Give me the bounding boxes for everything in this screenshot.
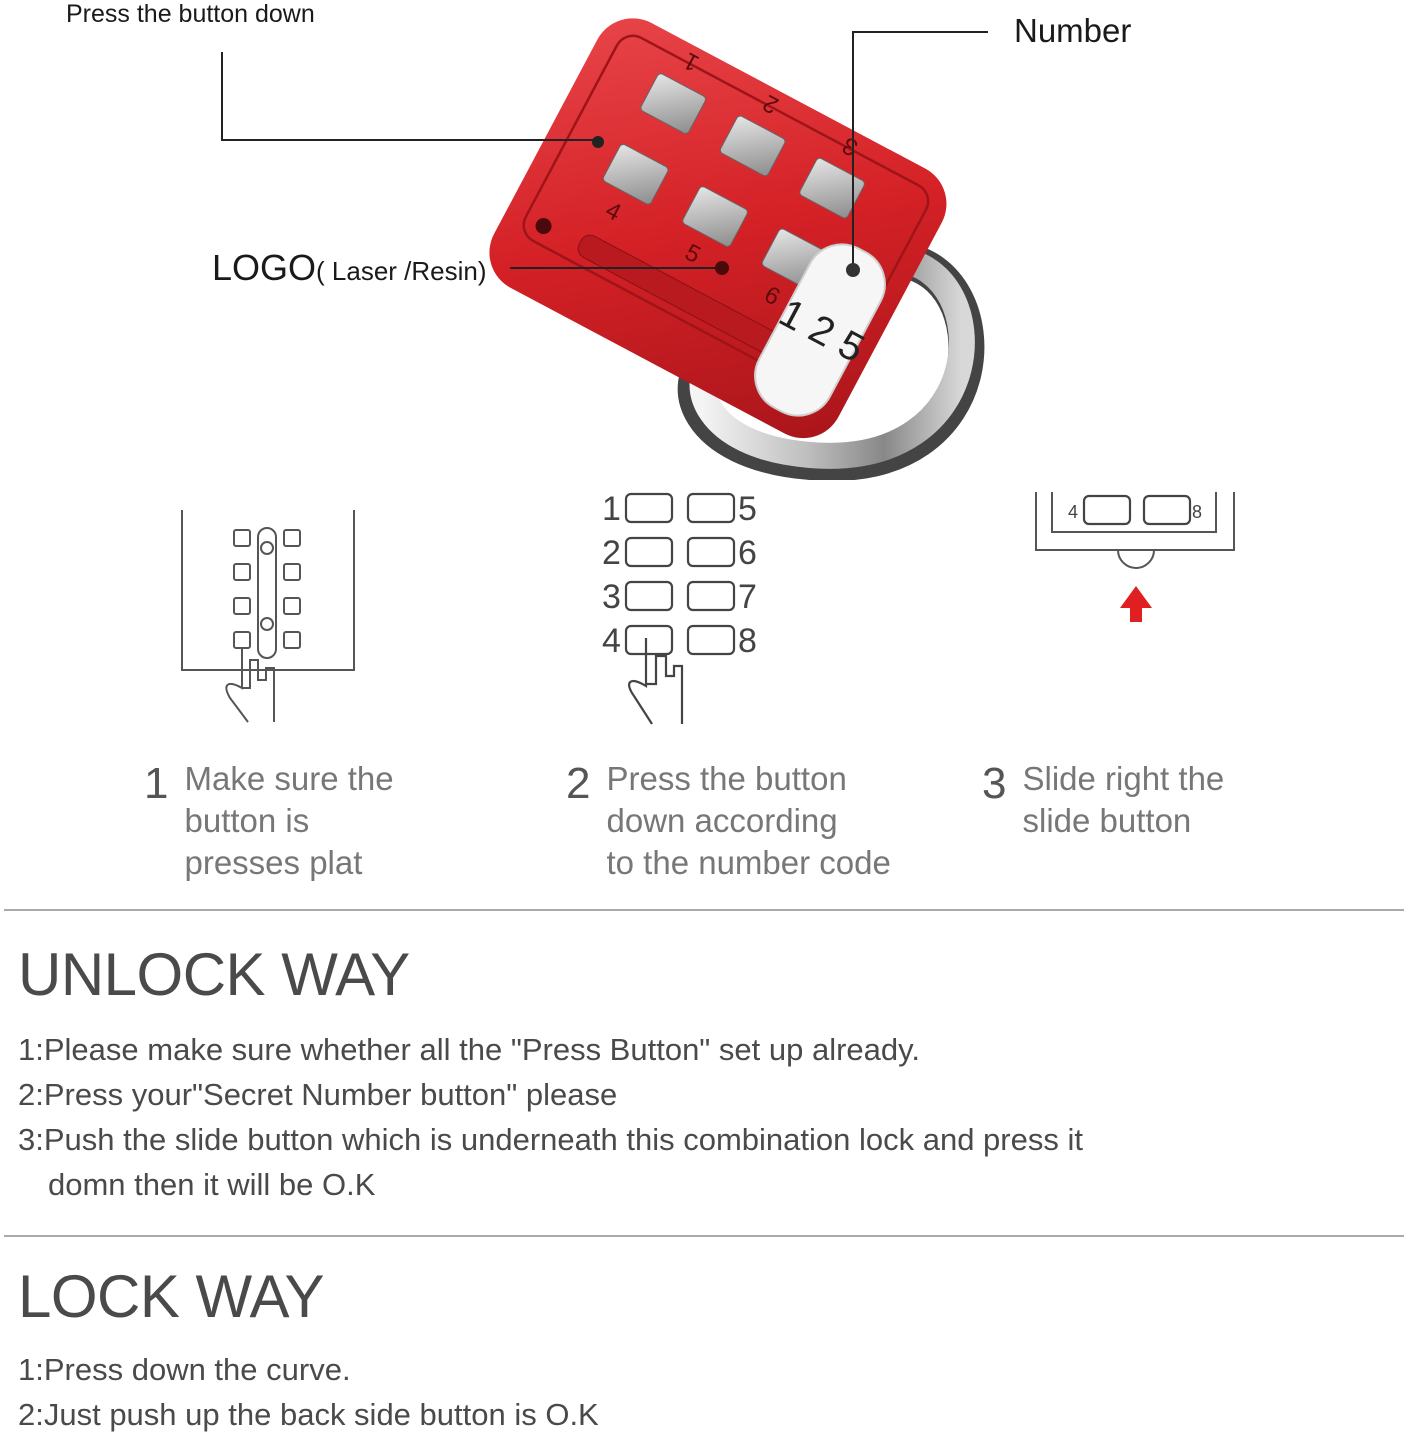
lock-line: 2:Just push up the back side button is O… — [18, 1397, 599, 1432]
step-line: to the number code — [606, 844, 891, 881]
divider — [4, 1235, 1404, 1237]
divider — [4, 909, 1404, 911]
step-2: 2 Press the button down according to the… — [566, 758, 891, 884]
slide-number: 8 — [1192, 502, 1202, 522]
keypad-right-number: 6 — [738, 534, 757, 572]
lock-line: 1:Press down the curve. — [18, 1352, 351, 1387]
lock-heading: LOCK WAY — [18, 1263, 325, 1330]
callout-number: Number — [1014, 12, 1132, 49]
keypad-button-group — [602, 73, 865, 290]
step-line: slide button — [1022, 802, 1192, 839]
step-text: Make sure the button is presses plat — [184, 758, 393, 884]
callout-logo: LOGO( Laser /Resin) — [212, 247, 487, 289]
step-line: Slide right the — [1022, 760, 1225, 797]
step-text: Slide right the slide button — [1022, 758, 1224, 842]
keypad-left-number: 3 — [602, 578, 621, 616]
red-up-arrow-icon — [1120, 586, 1152, 622]
step-number: 3 — [982, 759, 1007, 808]
keypad-left-number: 2 — [602, 534, 621, 572]
step-number: 2 — [566, 759, 591, 808]
slide-number: 4 — [1068, 502, 1078, 522]
diagram-step-1 — [181, 510, 355, 723]
unlock-line: domn then it will be O.K — [48, 1167, 376, 1202]
unlock-line: 1:Please make sure whether all the "Pres… — [18, 1032, 920, 1067]
step-line: Press the button — [606, 760, 847, 797]
unlock-heading: UNLOCK WAY — [18, 941, 410, 1008]
keypad-right-number: 8 — [738, 622, 757, 660]
unlock-line: 2:Press your"Secret Number button" pleas… — [18, 1077, 618, 1112]
callout-logo-detail: ( Laser /Resin) — [316, 256, 487, 286]
step-line: button is — [184, 802, 310, 839]
keypad-left-number: 4 — [602, 622, 621, 660]
step-1: 1 Make sure the button is presses plat — [144, 758, 394, 884]
keypad-left-number: 1 — [602, 490, 621, 528]
step-3: 3 Slide right the slide button — [982, 758, 1224, 842]
step-text: Press the button down according to the n… — [606, 758, 890, 884]
unlock-line: 3:Push the slide button which is underne… — [18, 1122, 1083, 1157]
step-line: down according — [606, 802, 838, 839]
diagram-step-3: 4 8 — [1035, 492, 1235, 622]
callout-logo-label: LOGO — [212, 247, 317, 288]
step-line: Make sure the — [184, 760, 394, 797]
diagram-step-2: 1 2 3 4 5 6 7 8 — [602, 490, 757, 725]
padlock-illustration: 1 2 3 4 5 6 1 2 5 — [221, 18, 988, 480]
step-line: presses plat — [184, 844, 363, 881]
keypad-right-number: 7 — [738, 578, 757, 616]
keypad-right-number: 5 — [738, 490, 757, 528]
callout-press-button: Press the button down — [66, 0, 315, 28]
step-number: 1 — [144, 759, 169, 808]
